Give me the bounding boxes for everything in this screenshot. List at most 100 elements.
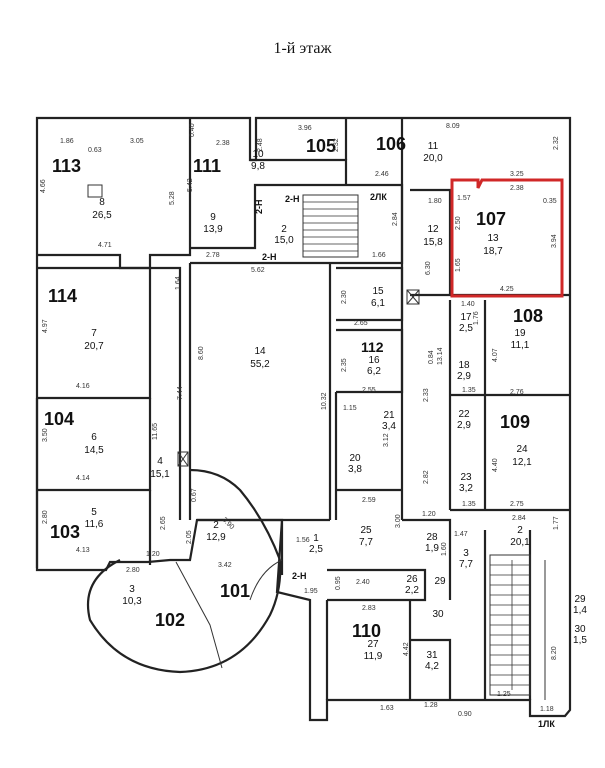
area-val-109: 12,1: [512, 457, 532, 468]
area-val-20: 3,8: [348, 464, 362, 475]
dimension-label: 1.47: [454, 531, 468, 538]
dimension-label: 2.80: [126, 567, 140, 574]
area-id-12: 12: [427, 224, 439, 235]
area-val-14: 55,2: [250, 359, 270, 370]
round-section: [175, 468, 283, 669]
dimension-label: 1.80: [428, 198, 442, 205]
dimension-label: 1.35: [462, 387, 476, 394]
area-id-102: 3: [129, 584, 135, 595]
room-areas: 8 26,5 9 13,9 10 9,8 11 20,0 13 18,7 7 2…: [84, 141, 532, 662]
dimension-label: 1.57: [457, 195, 471, 202]
dimension-label: 3.96: [298, 125, 312, 132]
dimension-label: 2.32: [553, 136, 560, 150]
area-val-1: 2,5: [309, 544, 323, 555]
dimension-label: 1.77: [553, 516, 560, 530]
area-id-111: 9: [210, 212, 216, 223]
dimension-label: 4.13: [76, 547, 90, 554]
area-val-114: 20,7: [84, 341, 104, 352]
dimension-label: 4.40: [492, 458, 499, 472]
dimension-label: 3.94: [551, 234, 558, 248]
area-val-23: 3,2: [459, 483, 473, 494]
area-id-108: 19: [514, 328, 526, 339]
area-id-28: 28: [426, 532, 438, 543]
dimension-label: 2.55: [362, 387, 376, 394]
dimension-label: 3.90: [221, 516, 236, 531]
dimension-label: 6.30: [425, 261, 432, 275]
dimension-label: 0.67: [191, 488, 198, 502]
dimension-labels: 1.86 0.63 3.05 4.66 5.28 4.71 2.38 0.40 …: [40, 123, 560, 718]
dimension-label: 1.86: [60, 138, 74, 145]
area-id-107: 13: [487, 233, 499, 244]
room-number-109: 109: [500, 412, 530, 432]
dimension-label: 2.84: [512, 515, 526, 522]
area-id-15: 15: [372, 286, 384, 297]
dimension-label: 2.46: [375, 171, 389, 178]
dimension-label: 3.00: [395, 514, 402, 528]
area-val-102: 10,3: [122, 596, 142, 607]
interior-walls: [35, 118, 570, 700]
other-areas: 14 55,2 4 15,1 2 15,0 12 15,8 15 6,1 17 …: [150, 224, 530, 672]
dimension-label: 1.35: [462, 501, 476, 508]
side-labels: 29 1,4 30 1,5: [573, 594, 587, 646]
area-val-26: 2,2: [405, 585, 419, 596]
dimension-label: 5.42: [187, 178, 194, 192]
dimension-label: 0.95: [335, 576, 342, 590]
room-107-highlight: [450, 178, 564, 298]
area-val-12: 15,8: [423, 237, 443, 248]
dimension-label: 4.25: [500, 286, 514, 293]
room-number-113: 113: [52, 156, 81, 176]
stair-labels: 2ЛК 1ЛК 2-Н 2-Н 2-Н 2-Н: [254, 192, 555, 729]
dimension-label: 13.14: [437, 347, 444, 365]
area-id-26: 26: [406, 574, 418, 585]
dimension-label: 1.18: [540, 706, 554, 713]
room-number-111: 111: [193, 156, 221, 176]
dimension-label: 3.05: [130, 138, 144, 145]
dimension-label: 0.63: [88, 147, 102, 154]
dimension-label: 1.28: [424, 702, 438, 709]
exit-label-2: 2-Н: [262, 252, 277, 262]
area-val-28: 1,9: [425, 543, 439, 554]
room-number-102: 102: [155, 610, 185, 630]
dimension-label: 2.80: [42, 510, 49, 524]
dimension-label: 2.48: [257, 138, 264, 152]
area-val-3: 7,7: [459, 559, 473, 570]
dimension-label: 0.84: [428, 350, 435, 364]
stair-label-2lk: 2ЛК: [370, 192, 387, 202]
area-id-2b: 2: [517, 525, 523, 536]
floor-title: 1-й этаж: [273, 40, 332, 57]
room-number-114: 114: [48, 286, 77, 306]
dimension-label: 2.40: [356, 579, 370, 586]
side-label-30: 30: [574, 624, 586, 635]
area-val-17: 2,5: [459, 323, 473, 334]
area-id-29: 29: [434, 576, 446, 587]
area-id-23: 23: [460, 472, 472, 483]
dimension-label: 3.12: [383, 433, 390, 447]
area-id-30: 30: [432, 609, 444, 620]
area-id-101: 2: [213, 520, 219, 531]
area-id-31: 31: [426, 650, 438, 661]
dimension-label: 1.60: [441, 542, 448, 556]
side-value-29: 1,4: [573, 605, 587, 616]
area-id-4: 4: [157, 456, 163, 467]
dimension-label: 1.56: [296, 537, 310, 544]
room-number-108: 108: [513, 306, 543, 326]
dimension-label: 2.65: [354, 320, 368, 327]
dimension-label: 1.20: [422, 511, 436, 518]
dimension-label: 2.83: [362, 605, 376, 612]
area-val-111: 13,9: [203, 224, 223, 235]
dimension-label: 1.15: [343, 405, 357, 412]
area-val-103: 11,6: [85, 519, 104, 530]
shaft-markers: [87, 184, 420, 467]
area-id-1: 1: [313, 533, 319, 544]
dimension-label: 2.78: [206, 252, 220, 259]
area-val-108: 11,1: [511, 340, 530, 351]
dimension-label: 1.76: [473, 311, 480, 325]
dimension-label: 1.66: [372, 252, 386, 259]
area-val-21: 3,4: [382, 421, 396, 432]
dimension-label: 2.35: [341, 358, 348, 372]
area-val-22: 2,9: [457, 420, 471, 431]
dimension-label: 1.95: [304, 588, 318, 595]
dimension-label: 2.65: [160, 516, 167, 530]
room-number-103: 103: [50, 522, 80, 542]
